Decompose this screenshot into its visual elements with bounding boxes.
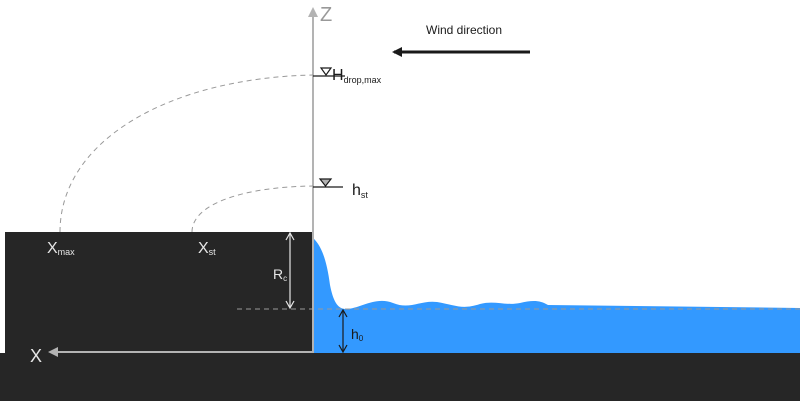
h0-dimension-arrow-bottom xyxy=(338,344,348,354)
h-drop-max-level-triangle xyxy=(319,67,333,77)
water-body xyxy=(313,238,800,353)
wind-direction-label: Wind direction xyxy=(426,23,502,37)
rc-label: Rc xyxy=(273,266,287,283)
h0-dimension-arrow-top xyxy=(338,308,348,318)
h-st-label: hst xyxy=(352,182,368,200)
x-max-label: Xmax xyxy=(47,240,75,257)
z-axis-label: Z xyxy=(320,4,332,26)
x-max-trajectory xyxy=(59,74,314,233)
seabed xyxy=(0,353,800,401)
h-drop-max-label: Hdrop,max xyxy=(332,67,382,85)
x-st-label: Xst xyxy=(198,240,216,257)
crest-structure xyxy=(5,232,313,353)
h0-label: h0 xyxy=(351,326,364,343)
x-axis-label: X xyxy=(30,346,42,366)
rc-dimension-arrow-top xyxy=(285,231,295,241)
rc-dimension-arrow-bottom xyxy=(285,300,295,310)
h-st-level-triangle xyxy=(318,178,333,187)
x-st-trajectory xyxy=(191,185,314,233)
